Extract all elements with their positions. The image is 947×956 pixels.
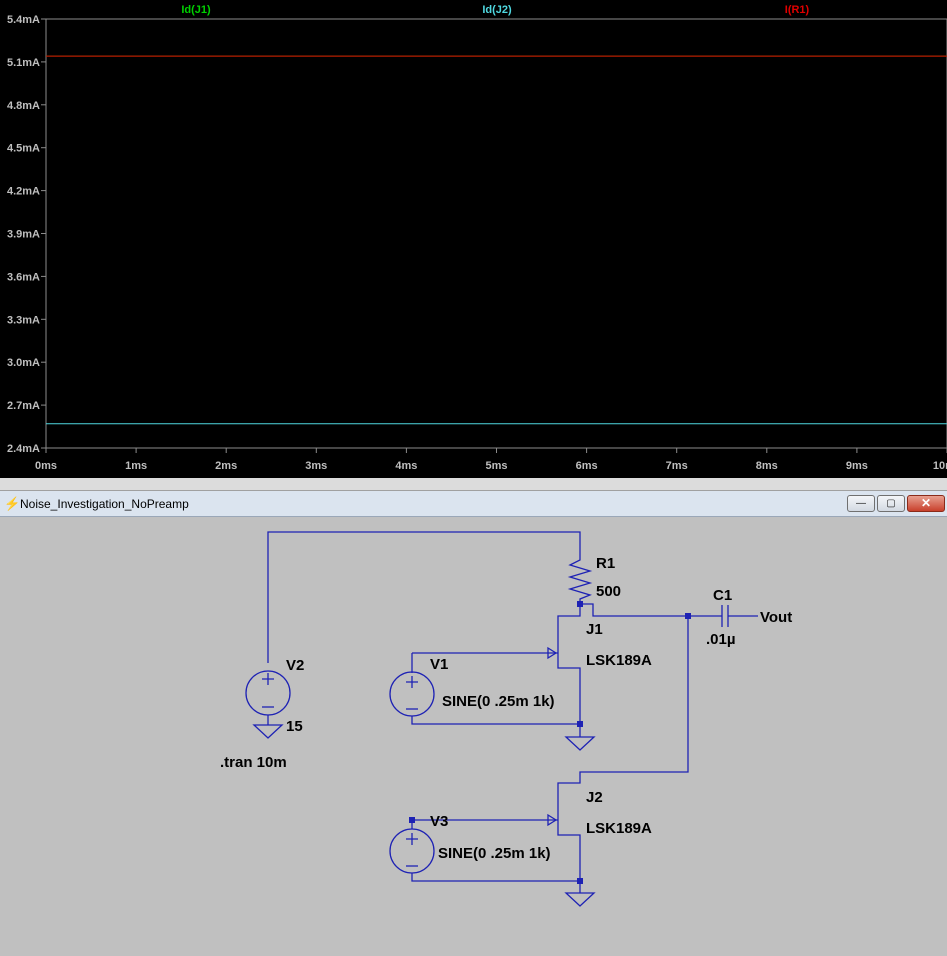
j2-gate-arrow	[547, 813, 558, 827]
y-tick-label: 3.6mA	[7, 271, 40, 283]
y-tick-label: 5.4mA	[7, 14, 40, 26]
y-tick-label: 4.5mA	[7, 143, 40, 155]
wire-drain-node[interactable]	[580, 603, 688, 617]
c1-value-label[interactable]: .01µ	[706, 631, 736, 648]
junction-dot	[577, 601, 583, 607]
r1-name-label[interactable]: R1	[596, 555, 615, 572]
y-tick-label: 4.8mA	[7, 100, 40, 112]
y-axis: 5.4mA 5.1mA 4.8mA 4.5mA 4.2mA 3.9mA 3.6mA 3.3mA…	[7, 14, 46, 455]
v2-plus-icon	[262, 673, 274, 685]
ground-symbol-j2	[564, 892, 596, 907]
ltspice-schematic-icon: ⚡	[4, 496, 21, 511]
y-tick-label: 5.1mA	[7, 57, 40, 69]
legend-entry[interactable]: Id(J1)	[181, 4, 211, 16]
pane-splitter[interactable]	[0, 478, 947, 491]
ground-symbol-j1	[564, 736, 596, 751]
window-title: Noise_Investigation_NoPreamp	[20, 497, 189, 511]
x-tick-label: 0ms	[35, 460, 57, 472]
j1-jfet[interactable]	[557, 604, 581, 724]
schematic-window: ⚡ Noise_Investigation_NoPreamp — ▢ ✕	[0, 491, 947, 956]
x-tick-label: 9ms	[846, 460, 868, 472]
schematic-canvas[interactable]: R1 500 C1 .01µ Vout J1 LSK189A V1 SINE(0…	[0, 517, 947, 956]
v2-value-label[interactable]: 15	[286, 718, 303, 735]
v1-value-label[interactable]: SINE(0 .25m 1k)	[442, 693, 555, 710]
vout-net-label[interactable]: Vout	[760, 609, 792, 626]
x-tick-label: 6ms	[576, 460, 598, 472]
junction-dot	[577, 721, 583, 727]
wire-v1-bottom[interactable]	[411, 716, 581, 737]
wire-v3-bottom[interactable]	[411, 873, 581, 893]
plot-frame	[45, 18, 947, 449]
plot-border	[45, 18, 947, 449]
v3-plus-icon	[406, 833, 418, 845]
y-tick-label: 4.2mA	[7, 186, 40, 198]
maximize-button[interactable]: ▢	[877, 495, 905, 512]
v1-plus-icon	[406, 676, 418, 688]
x-tick-label: 4ms	[395, 460, 417, 472]
v3-name-label[interactable]: V3	[430, 813, 448, 830]
x-tick-label: 1ms	[125, 460, 147, 472]
plot-traces	[46, 55, 947, 425]
y-tick-label: 2.4mA	[7, 443, 40, 455]
r1-value-label[interactable]: 500	[596, 583, 621, 600]
legend-entry[interactable]: I(R1)	[785, 4, 810, 16]
close-button[interactable]: ✕	[907, 495, 945, 512]
x-axis: 0ms 1ms 2ms 3ms 4ms 5ms 6ms 7ms 8ms 9ms 10ms	[35, 448, 947, 472]
x-tick-label: 5ms	[485, 460, 507, 472]
trace-legend[interactable]: Id(J1) Id(J2) I(R1)	[181, 4, 809, 16]
x-tick-label: 8ms	[756, 460, 778, 472]
j1-gate-arrow	[547, 646, 558, 660]
tran-directive[interactable]: .tran 10m	[220, 754, 287, 771]
wire-j2-drain[interactable]	[557, 616, 689, 881]
x-tick-label: 10ms	[933, 460, 947, 472]
window-titlebar[interactable]: ⚡ Noise_Investigation_NoPreamp — ▢ ✕	[0, 491, 947, 517]
r1-resistor[interactable]	[567, 554, 593, 604]
ground-symbol-v2	[252, 724, 284, 739]
j1-name-label[interactable]: J1	[586, 621, 603, 638]
v3-value-label[interactable]: SINE(0 .25m 1k)	[438, 845, 551, 862]
minimize-button[interactable]: —	[847, 495, 875, 512]
waveform-plot-pane[interactable]: 5.4mA 5.1mA 4.8mA 4.5mA 4.2mA 3.9mA 3.6mA 3.3mA…	[0, 0, 947, 478]
waveform-plot[interactable]: 5.4mA 5.1mA 4.8mA 4.5mA 4.2mA 3.9mA 3.6mA 3.3mA…	[0, 0, 947, 478]
legend-entry[interactable]: Id(J2)	[482, 4, 512, 16]
j1-model-label[interactable]: LSK189A	[586, 652, 652, 669]
c1-capacitor[interactable]	[721, 605, 729, 627]
junction-dot	[577, 878, 583, 884]
x-tick-label: 2ms	[215, 460, 237, 472]
j2-name-label[interactable]: J2	[586, 789, 603, 806]
junction-dot	[685, 613, 691, 619]
v1-name-label[interactable]: V1	[430, 656, 448, 673]
y-tick-label: 2.7mA	[7, 400, 40, 412]
y-tick-label: 3.3mA	[7, 314, 40, 326]
wire-supply[interactable]	[267, 531, 581, 663]
junction-dot	[409, 817, 415, 823]
x-tick-label: 7ms	[666, 460, 688, 472]
y-tick-label: 3.9mA	[7, 229, 40, 241]
v2-name-label[interactable]: V2	[286, 657, 304, 674]
c1-name-label[interactable]: C1	[713, 587, 732, 604]
j2-model-label[interactable]: LSK189A	[586, 820, 652, 837]
y-tick-label: 3.0mA	[7, 357, 40, 369]
x-tick-label: 3ms	[305, 460, 327, 472]
